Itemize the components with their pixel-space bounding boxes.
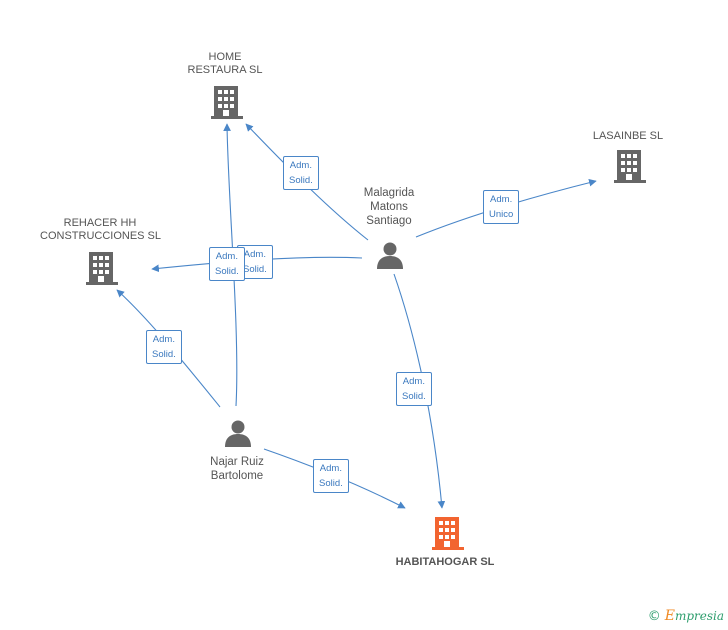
- brand-initial: E: [664, 608, 675, 624]
- edge-label-line: Adm.: [215, 251, 238, 262]
- building-icon: [86, 252, 118, 285]
- edge-malagrida-habitahogar: [393, 273, 446, 509]
- node-label-line: Bartolome: [210, 470, 264, 482]
- edge-label-line: Solid.: [319, 478, 343, 489]
- brand-name: mpresia: [674, 609, 724, 623]
- node-rehacer[interactable]: REHACER HH CONSTRUCCIONES SL: [40, 217, 162, 243]
- node-habitahogar[interactable]: HABITAHOGAR SL: [385, 556, 505, 569]
- building-icon: [211, 86, 243, 119]
- edge-label-line: Adm.: [490, 194, 513, 205]
- brand-credit[interactable]: ©Empresia: [648, 608, 724, 624]
- node-label-line: REHACER HH: [63, 217, 137, 229]
- node-label-line: Santiago: [366, 215, 412, 227]
- edge-label-malagrida-habitahogar[interactable]: Adm. Solid.: [396, 372, 432, 406]
- node-label-line: Najar Ruiz: [210, 456, 264, 468]
- building-icon: [614, 150, 646, 183]
- edge-label-line: Solid.: [215, 266, 239, 277]
- node-label-line: Malagrida: [363, 187, 415, 199]
- edge-label-najar-rehacer[interactable]: Adm. Solid.: [146, 330, 182, 364]
- edge-label-najar-habitahogar[interactable]: Adm. Solid.: [313, 459, 349, 493]
- edge-label-malagrida-home[interactable]: Adm. Solid.: [283, 156, 319, 190]
- node-label-line: LASAINBE SL: [592, 130, 664, 142]
- node-label-line: HOME: [208, 51, 242, 63]
- node-lasainbe[interactable]: LASAINBE SL: [580, 130, 676, 143]
- node-home-restaura[interactable]: HOME RESTAURA SL: [175, 51, 275, 77]
- edge-label-line: Adm.: [243, 249, 266, 260]
- edge-label-line: Adm.: [319, 463, 342, 474]
- edge-label-line: Adm.: [402, 376, 425, 387]
- edge-label-line: Solid.: [152, 349, 176, 360]
- edge-label-line: Solid.: [289, 175, 313, 186]
- edge-label-line: Adm.: [289, 160, 312, 171]
- building-icon: [432, 517, 464, 550]
- node-malagrida[interactable]: Malagrida Matons Santiago: [346, 186, 432, 228]
- edge-label-line: Solid.: [243, 264, 267, 275]
- node-label-line: RESTAURA SL: [187, 64, 263, 76]
- node-label-line: Matons: [370, 201, 408, 213]
- edge-label-malagrida-lasainbe[interactable]: Adm. Unico: [483, 190, 520, 224]
- node-najar[interactable]: Najar Ruiz Bartolome: [192, 455, 282, 483]
- edge-label-line: Unico: [489, 209, 514, 220]
- edge-label-line: Solid.: [402, 391, 426, 402]
- person-icon: [225, 420, 251, 447]
- node-label-line: CONSTRUCCIONES SL: [40, 230, 162, 242]
- copyright-symbol: ©: [647, 609, 661, 624]
- person-icon: [377, 242, 403, 269]
- edge-label-najar-home[interactable]: Adm. Solid.: [209, 247, 245, 281]
- node-label-line: HABITAHOGAR SL: [395, 556, 495, 568]
- edge-label-line: Adm.: [152, 334, 175, 345]
